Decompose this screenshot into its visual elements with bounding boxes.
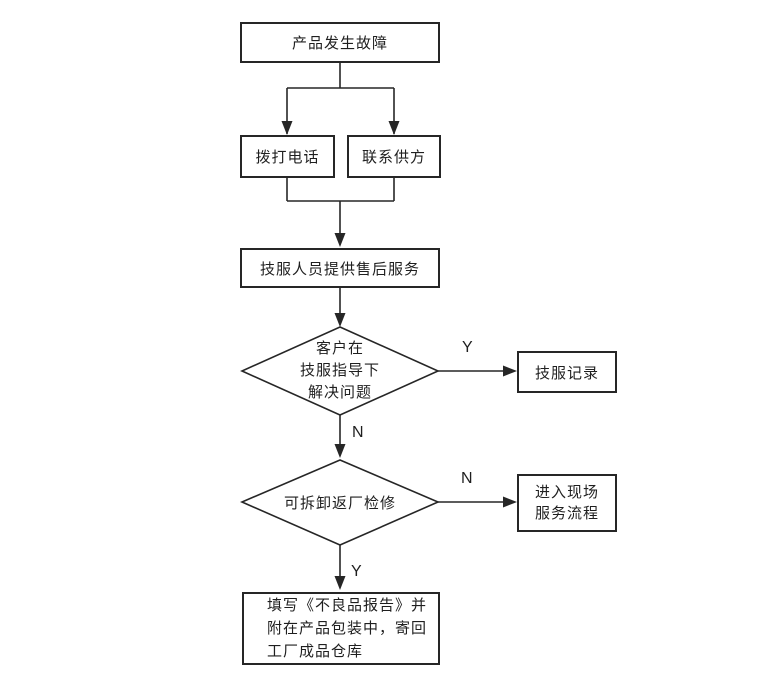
decision-solve-label: 客户在 技服指导下 解决问题: [252, 338, 428, 404]
node-onsite-service: 进入现场 服务流程: [517, 474, 617, 532]
node-service-record-label: 技服记录: [534, 364, 599, 382]
node-product-fault: 产品发生故障: [240, 22, 440, 63]
node-aftersales-service: 技服人员提供售后服务: [240, 248, 440, 288]
node-aftersales-service-label: 技服人员提供售后服务: [259, 260, 420, 278]
decision-return-label: 可拆卸返厂检修: [250, 493, 430, 515]
node-defect-report-line3: 工厂成品仓库: [267, 643, 364, 660]
node-contact-supplier: 联系供方: [347, 135, 441, 178]
arrowhead-to-call: [281, 121, 293, 135]
node-make-call: 拨打电话: [240, 135, 335, 178]
node-defect-report-line2: 附在产品包装中，寄回: [267, 620, 428, 637]
arrowhead-to-report: [334, 576, 346, 590]
edge-label-solve-yes: Y: [462, 339, 473, 356]
node-product-fault-label: 产品发生故障: [291, 35, 388, 52]
node-contact-supplier-label: 联系供方: [361, 149, 426, 166]
arrowhead-to-decision-return: [334, 444, 346, 458]
decision-solve-line3: 解决问题: [307, 384, 372, 401]
edge-label-solve-no: N: [352, 424, 364, 441]
node-defect-report-line1: 填写《不良品报告》并: [267, 597, 428, 614]
node-onsite-line1: 进入现场: [534, 484, 599, 501]
edge-label-return-yes: Y: [351, 563, 362, 580]
arrowhead-to-supplier: [388, 121, 400, 135]
node-defect-report: 填写《不良品报告》并 附在产品包装中，寄回 工厂成品仓库: [242, 592, 440, 665]
decision-return-text: 可拆卸返厂检修: [283, 495, 396, 512]
arrowhead-to-onsite: [503, 496, 517, 508]
arrowhead-to-record: [503, 365, 517, 377]
node-onsite-line2: 服务流程: [534, 505, 599, 522]
node-make-call-label: 拨打电话: [255, 149, 320, 166]
decision-solve-line2: 技服指导下: [299, 362, 380, 379]
arrowhead-to-decision-solve: [334, 313, 346, 327]
arrowhead-to-service: [334, 233, 346, 247]
decision-solve-line1: 客户在: [315, 340, 364, 357]
node-service-record: 技服记录: [517, 351, 617, 393]
edge-label-return-no: N: [461, 470, 473, 487]
